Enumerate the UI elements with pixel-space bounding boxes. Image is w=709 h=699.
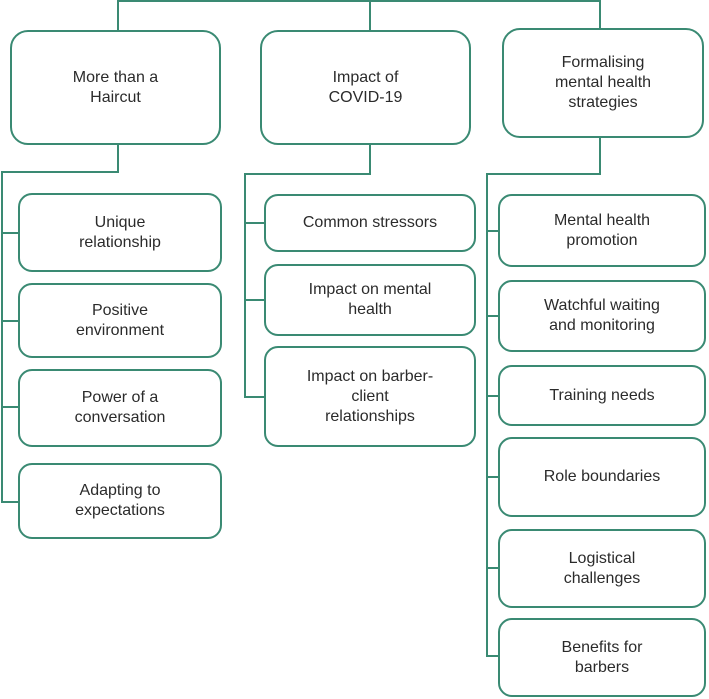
subtheme-label: Impact on mental health <box>308 281 432 318</box>
subtheme-label: Logistical challenges <box>563 549 641 587</box>
theme-more-than-a-haircut: More than a Haircut <box>10 30 221 145</box>
subtheme-positive-environment: Positive environment <box>18 283 222 358</box>
subtheme-label: Benefits for barbers <box>561 638 643 676</box>
theme-impact-of-covid: Impact of COVID-19 <box>260 30 471 145</box>
subtheme-label: Watchful waiting and monitoring <box>544 297 660 334</box>
theme-label: Formalising mental health strategies <box>554 54 652 111</box>
subtheme-label: Positive environment <box>75 301 165 339</box>
subtheme-label: Role boundaries <box>543 468 661 485</box>
subtheme-label: Power of a conversation <box>74 389 166 426</box>
theme-formalising-strategies: Formalising mental health strategies <box>502 28 704 138</box>
subtheme-label: Adapting to expectations <box>75 482 165 519</box>
subtheme-training-needs: Training needs <box>498 365 706 426</box>
subtheme-label: Unique relationship <box>79 213 161 251</box>
subtheme-adapting-to-expectations: Adapting to expectations <box>18 463 222 539</box>
subtheme-unique-relationship: Unique relationship <box>18 193 222 272</box>
subtheme-watchful-waiting: Watchful waiting and monitoring <box>498 280 706 352</box>
subtheme-logistical-challenges: Logistical challenges <box>498 529 706 608</box>
subtheme-label: Common stressors <box>302 214 438 231</box>
subtheme-benefits-for-barbers: Benefits for barbers <box>498 618 706 697</box>
subtheme-common-stressors: Common stressors <box>264 194 476 252</box>
subtheme-role-boundaries: Role boundaries <box>498 437 706 517</box>
subtheme-mental-health-promotion: Mental health promotion <box>498 194 706 267</box>
subtheme-label: Impact on barber- client relationships <box>306 367 434 425</box>
subtheme-impact-on-mental-health: Impact on mental health <box>264 264 476 336</box>
theme-label: Impact of COVID-19 <box>328 68 403 106</box>
theme-label: More than a Haircut <box>72 68 159 106</box>
subtheme-label: Mental health promotion <box>553 211 651 249</box>
subtheme-power-of-conversation: Power of a conversation <box>18 369 222 447</box>
subtheme-impact-on-relationships: Impact on barber- client relationships <box>264 346 476 447</box>
subtheme-label: Training needs <box>549 386 655 404</box>
